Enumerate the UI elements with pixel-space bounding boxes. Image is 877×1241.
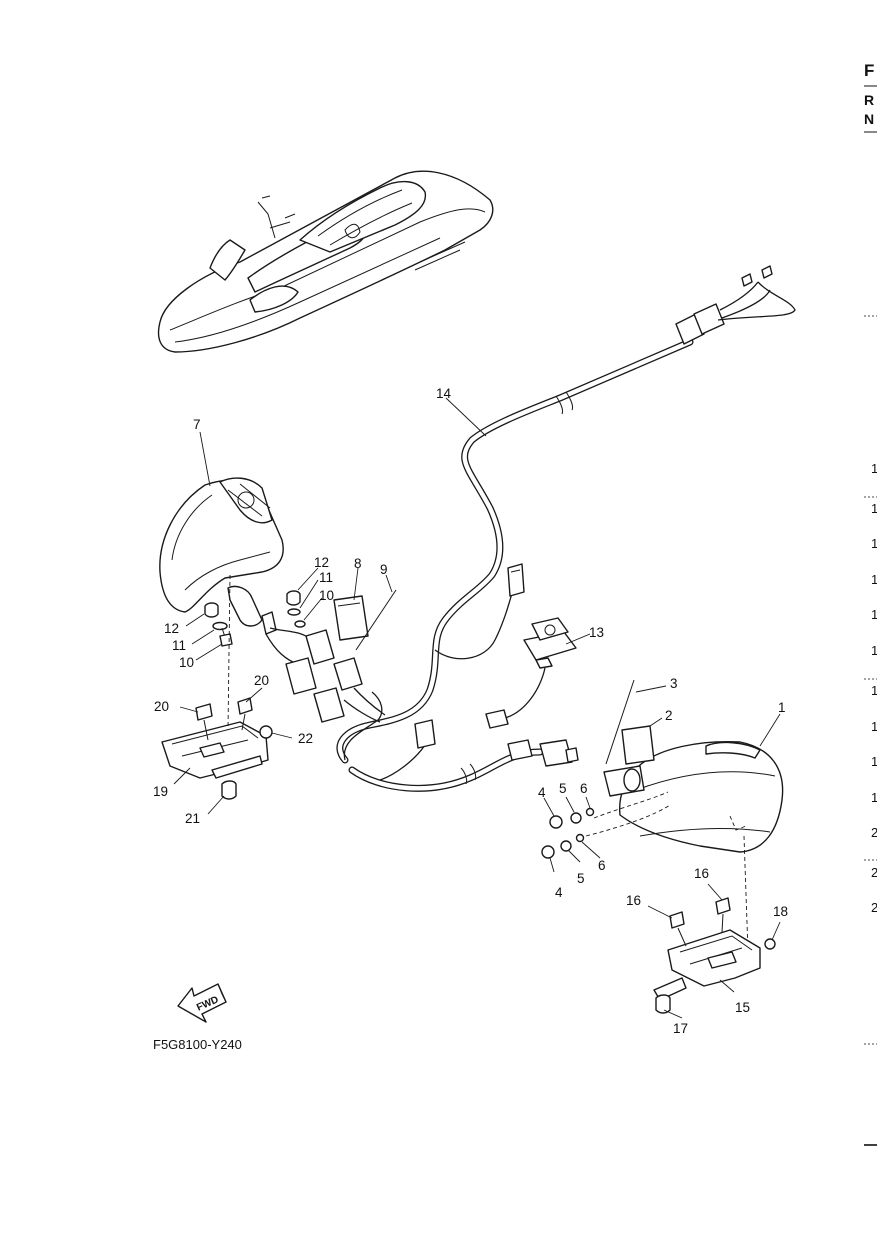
edge-row: 2 [871,900,877,915]
callout-6: 6 [598,858,606,873]
callout-10: 10 [319,588,334,603]
edge-row: 1 [871,461,877,476]
edge-row: 1 [871,790,877,805]
callout-10: 10 [179,655,194,670]
edge-row: 1 [871,643,877,658]
watercraft-illustration [157,170,494,353]
edge-row: 1 [871,683,877,698]
callout-7: 7 [193,417,201,432]
edge-header-1: F [864,61,874,80]
callout-4: 4 [538,785,546,800]
edge-row: 1 [871,501,877,516]
edge-row: 2 [871,865,877,880]
callout-9: 9 [380,562,388,577]
callout-11: 11 [319,570,333,585]
callout-20: 20 [254,673,269,688]
edge-row: 1 [871,719,877,734]
edge-header-2: R [864,92,874,108]
callout-16: 16 [694,866,709,881]
edge-row: 1 [871,572,877,587]
edge-row: 1 [871,754,877,769]
edge-row: 1 [871,607,877,622]
edge-row: 1 [871,536,877,551]
callout-12: 12 [314,555,329,570]
leader-lines [173,397,781,1019]
callout-11: 11 [172,638,186,653]
callout-18: 18 [773,904,788,919]
callout-5: 5 [559,781,567,796]
callout-12: 12 [164,621,179,636]
callout-8: 8 [354,556,362,571]
callout-22: 22 [298,731,313,746]
callout-19: 19 [153,784,168,799]
part-7-housing [159,477,313,666]
edge-header-3: N [864,111,874,127]
callout-15: 15 [735,1000,750,1015]
callout-2: 2 [665,708,673,723]
edge-row: 2 [871,825,877,840]
callout-13: 13 [589,625,604,640]
part-19-bracket [161,574,273,800]
callout-1: 1 [778,700,786,715]
callout-5: 5 [577,871,585,886]
callout-4: 4 [555,885,563,900]
part-13-switch [485,617,577,729]
left-small-parts [204,589,397,723]
callout-6: 6 [580,781,588,796]
callout-21: 21 [185,811,200,826]
callout-20: 20 [154,699,169,714]
callout-3: 3 [670,676,678,691]
diagram-code: F5G8100-Y240 [153,1037,242,1052]
callout-16: 16 [626,893,641,908]
right-edge-table: F R N 1 1 1 1 1 1 1 1 1 1 2 2 2 [864,61,877,1146]
part-15-bracket [653,897,776,1014]
part-1-housing [541,679,784,953]
callout-17: 17 [673,1021,688,1036]
fwd-arrow: FWD [177,983,227,1023]
wire-harness [336,265,796,792]
callout-labels: 1 2 3 4 4 5 5 6 6 7 8 9 10 10 11 11 12 1… [153,386,788,1036]
callout-14: 14 [436,386,452,401]
